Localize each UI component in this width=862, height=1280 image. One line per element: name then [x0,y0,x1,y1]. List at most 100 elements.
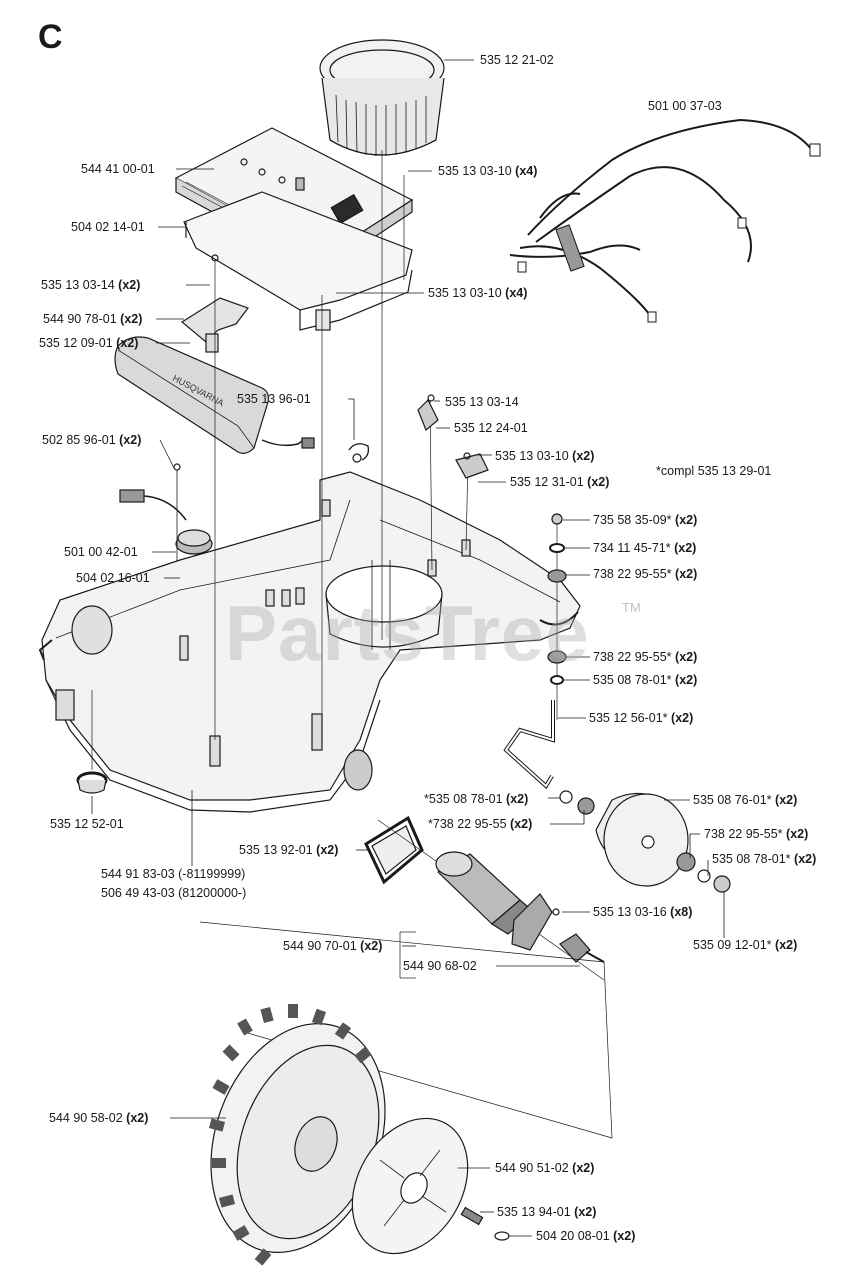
part-label[interactable]: 535 13 03-16 (x8) [593,905,692,919]
part-number: 544 91 83-03 (-81199999) [101,867,246,881]
part-number: 535 08 78-01* [593,673,672,687]
part-label[interactable]: 544 90 78-01 (x2) [43,312,142,326]
part-label[interactable]: 535 13 94-01 (x2) [497,1205,596,1219]
part-quantity: (x2) [775,793,798,807]
part-label[interactable]: 535 08 78-01* (x2) [712,852,816,866]
part-label[interactable]: 501 00 42-01 [64,545,138,559]
part-label[interactable]: *738 22 95-55 (x2) [428,817,532,831]
part-number: 535 13 03-14 [445,395,519,409]
part-quantity: (x2) [675,567,698,581]
part-quantity: (x2) [674,541,697,555]
part-label[interactable]: 504 02 16-01 [76,571,150,585]
part-number: 535 09 12-01* [693,938,772,952]
part-label[interactable]: 738 22 95-55* (x2) [593,650,697,664]
part-label[interactable]: 738 22 95-55* (x2) [593,567,697,581]
part-quantity: (x4) [515,164,538,178]
part-label[interactable]: *535 08 78-01 (x2) [424,792,528,806]
part-label[interactable]: 535 08 76-01* (x2) [693,793,797,807]
part-label[interactable]: 544 90 70-01 (x2) [283,939,382,953]
part-number: 535 13 03-16 [593,905,667,919]
part-number: 535 12 31-01 [510,475,584,489]
part-number: 535 13 03-10 [428,286,502,300]
part-number: 506 49 43-03 (81200000-) [101,886,247,900]
rear-wheel-drawing [208,1004,386,1266]
part-label[interactable]: 535 13 03-10 (x4) [428,286,527,300]
part-number: 535 12 21-02 [480,53,554,67]
part-label[interactable]: 544 90 51-02 (x2) [495,1161,594,1175]
part-number: 535 13 92-01 [239,843,313,857]
part-quantity: (x2) [671,711,694,725]
part-quantity: (x2) [119,433,142,447]
part-label[interactable]: 506 49 43-03 (81200000-) [101,886,246,900]
part-number: 535 12 24-01 [454,421,528,435]
part-label[interactable]: 544 91 83-03 (-81199999) [101,867,245,881]
part-label[interactable]: 535 12 24-01 [454,421,528,435]
part-quantity: (x2) [675,673,698,687]
part-quantity: (x2) [506,792,529,806]
part-quantity: (x2) [120,312,143,326]
part-number: *535 08 78-01 [424,792,503,806]
part-quantity: (x2) [572,1161,595,1175]
part-label[interactable]: 544 90 58-02 (x2) [49,1111,148,1125]
part-number: 535 13 96-01 [237,392,311,406]
part-number: 738 22 95-55* [593,650,672,664]
front-wheel-drawing [559,790,731,893]
part-number: 535 12 56-01* [589,711,668,725]
part-quantity: (x2) [675,513,698,527]
part-number: 544 90 51-02 [495,1161,569,1175]
part-label[interactable]: 535 09 12-01* (x2) [693,938,797,952]
part-label[interactable]: 535 12 52-01 [50,817,124,831]
part-number: 738 22 95-55* [704,827,783,841]
trademark-mark: TM [622,600,641,615]
part-number: 502 85 96-01 [42,433,116,447]
part-number: 535 13 94-01 [497,1205,571,1219]
part-label[interactable]: 535 13 92-01 (x2) [239,843,338,857]
part-label[interactable]: 502 85 96-01 (x2) [42,433,141,447]
part-label[interactable]: 535 12 09-01 (x2) [39,336,138,350]
kit-note-part: 535 13 29-01 [697,464,772,478]
assembly-frame-lines [199,921,613,1139]
part-number: 535 12 52-01 [50,817,124,831]
watermark: PartsTree [225,589,590,677]
part-number: 535 13 03-10 [438,164,512,178]
part-label[interactable]: 544 41 00-01 [81,162,155,176]
part-label[interactable]: 504 20 08-01 (x2) [536,1229,635,1243]
part-label[interactable]: 535 13 03-14 [445,395,519,409]
part-label[interactable]: 735 58 35-09* (x2) [593,513,697,527]
part-number: 535 08 78-01* [712,852,791,866]
part-quantity: (x2) [675,650,698,664]
part-label[interactable]: 535 12 21-02 [480,53,554,67]
part-quantity: (x2) [574,1205,597,1219]
part-number: 535 13 03-14 [41,278,115,292]
part-label[interactable]: 535 13 96-01 [237,392,311,406]
part-label[interactable]: 504 02 14-01 [71,220,145,234]
part-number: 535 08 76-01* [693,793,772,807]
part-label[interactable]: 535 13 03-10 (x4) [438,164,537,178]
drive-motor-drawing [377,819,605,981]
chassis-drawing [38,150,581,813]
part-label[interactable]: 535 12 31-01 (x2) [510,475,609,489]
part-label[interactable]: 738 22 95-55* (x2) [704,827,808,841]
part-number: 501 00 37-03 [648,99,722,113]
part-label[interactable]: 535 13 03-10 (x2) [495,449,594,463]
part-number: 544 90 70-01 [283,939,357,953]
part-number: 504 20 08-01 [536,1229,610,1243]
part-label[interactable]: 734 11 45-71* (x2) [593,541,696,555]
part-label[interactable]: 535 08 78-01* (x2) [593,673,697,687]
part-quantity: (x2) [510,817,533,831]
part-label[interactable]: 535 13 03-14 (x2) [41,278,140,292]
part-number: 501 00 42-01 [64,545,138,559]
part-quantity: (x2) [572,449,595,463]
part-label[interactable]: 544 90 68-02 [403,959,477,973]
part-quantity: (x2) [118,278,141,292]
leader-lines [91,59,725,1237]
part-quantity: (x2) [786,827,809,841]
part-label[interactable]: 501 00 37-03 [648,99,722,113]
part-number: 544 41 00-01 [81,162,155,176]
part-label[interactable]: 535 12 56-01* (x2) [589,711,693,725]
part-number: 535 12 09-01 [39,336,113,350]
part-number: 734 11 45-71* [593,541,671,555]
part-number: 504 02 14-01 [71,220,145,234]
